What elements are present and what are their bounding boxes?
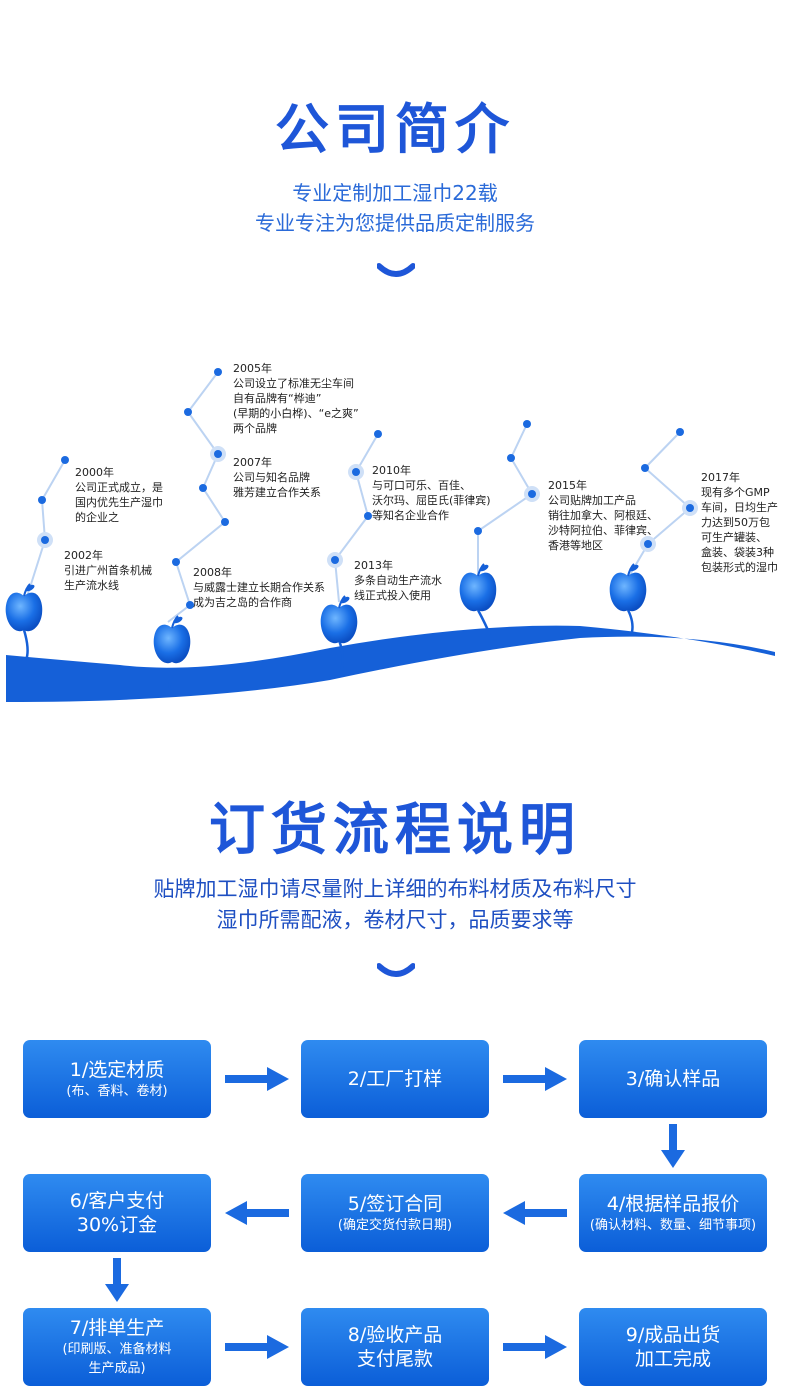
arrow-left-icon [503, 1201, 567, 1225]
arrow-right-icon [225, 1335, 289, 1359]
step-5-note: (确定交货付款日期) [337, 1217, 453, 1233]
ground-wave [6, 625, 775, 702]
arrow-down-icon [661, 1124, 685, 1168]
step-7-note: (印刷版、准备材料 生产成品) [62, 1342, 172, 1376]
step-7-title: 7/排单生产 [69, 1317, 165, 1339]
step-8-box: 8/验收产品 支付尾款 [301, 1308, 489, 1386]
company-intro-title: 公司简介 [275, 98, 515, 161]
step-1-note: (布、香料、卷材) [66, 1083, 168, 1099]
step-3-box: 3/确认样品 [579, 1040, 767, 1118]
order-process-title: 订货流程说明 [209, 798, 581, 863]
chevron-down-icon [377, 963, 415, 977]
milestone-2017: 2017年现有多个GMP 车间，日均生产 力达到50万包 可生产罐装、 盒装、袋… [701, 471, 778, 574]
milestone-2015: 2015年公司贴牌加工产品 销往加拿大、阿根廷、 沙特阿拉伯、菲律宾、 香港等地… [548, 479, 658, 552]
step-4-box: 4/根据样品报价 (确认材料、数量、细节事项) [579, 1174, 767, 1252]
milestone-2007: 2007年公司与知名品牌 雅芳建立合作关系 [233, 456, 321, 499]
arrow-down-icon [105, 1258, 129, 1302]
step-4-note: (确认材料、数量、细节事项) [589, 1217, 757, 1233]
arrow-left-icon [225, 1201, 289, 1225]
intro-subtitle-line1: 专业定制加工湿巾22载 [292, 181, 498, 205]
apple-stems [22, 609, 634, 691]
apple-icon [153, 615, 191, 664]
order-subtitle-line1: 贴牌加工湿巾请尽量附上详细的布料材质及布料尺寸 [153, 877, 637, 901]
step-2-title: 2/工厂打样 [347, 1068, 443, 1090]
step-5-box: 5/签订合同 (确定交货付款日期) [301, 1174, 489, 1252]
timeline-dots [38, 368, 684, 609]
milestone-2010: 2010年与可口可乐、百佳、 沃尔玛、屈臣氏(菲律宾) 等知名企业合作 [372, 464, 491, 522]
arrow-right-icon [503, 1335, 567, 1359]
intro-subtitle-line2: 专业专注为您提供品质定制服务 [255, 211, 535, 235]
company-intro-subtitle: 专业定制加工湿巾22载 专业专注为您提供品质定制服务 [0, 178, 790, 238]
step-8-title: 8/验收产品 支付尾款 [347, 1324, 443, 1370]
apple-icon [320, 595, 358, 644]
step-9-box: 9/成品出货 加工完成 [579, 1308, 767, 1386]
step-7-box: 7/排单生产 (印刷版、准备材料 生产成品) [23, 1308, 211, 1386]
step-6-box: 6/客户支付 30%订金 [23, 1174, 211, 1252]
step-4-title: 4/根据样品报价 [606, 1192, 740, 1215]
step-3-title: 3/确认样品 [625, 1068, 721, 1090]
milestone-2013: 2013年多条自动生产流水 线正式投入使用 [354, 559, 442, 602]
step-1-title: 1/选定材质 [69, 1058, 165, 1081]
apple-icon [459, 563, 497, 612]
step-6-title: 6/客户支付 30%订金 [69, 1190, 165, 1236]
step-5-title: 5/签订合同 [347, 1192, 443, 1215]
milestone-2000: 2000年公司正式成立，是 国内优先生产湿巾 的企业之 [75, 466, 163, 524]
order-process-subtitle: 贴牌加工湿巾请尽量附上详细的布料材质及布料尺寸 湿巾所需配液，卷材尺寸，品质要求… [0, 874, 790, 936]
milestone-2005: 2005年公司设立了标准无尘车间 自有品牌有“桦迪” (早期的小白桦)、“e之爽… [233, 362, 359, 435]
apple-icon [5, 583, 43, 632]
milestone-2002: 2002年引进广州首条机械 生产流水线 [64, 549, 152, 592]
milestone-2008: 2008年与威露士建立长期合作关系 成为吉之岛的合作商 [193, 566, 325, 609]
step-2-box: 2/工厂打样 [301, 1040, 489, 1118]
milestone-markers [37, 446, 698, 568]
timeline-illustration [5, 368, 775, 702]
arrow-right-icon [503, 1067, 567, 1091]
chevron-down-icon [377, 263, 415, 277]
step-1-box: 1/选定材质 (布、香料、卷材) [23, 1040, 211, 1118]
step-9-title: 9/成品出货 加工完成 [625, 1324, 721, 1370]
arrow-right-icon [225, 1067, 289, 1091]
order-subtitle-line2: 湿巾所需配液，卷材尺寸，品质要求等 [216, 908, 574, 932]
apple-icon [609, 563, 647, 612]
